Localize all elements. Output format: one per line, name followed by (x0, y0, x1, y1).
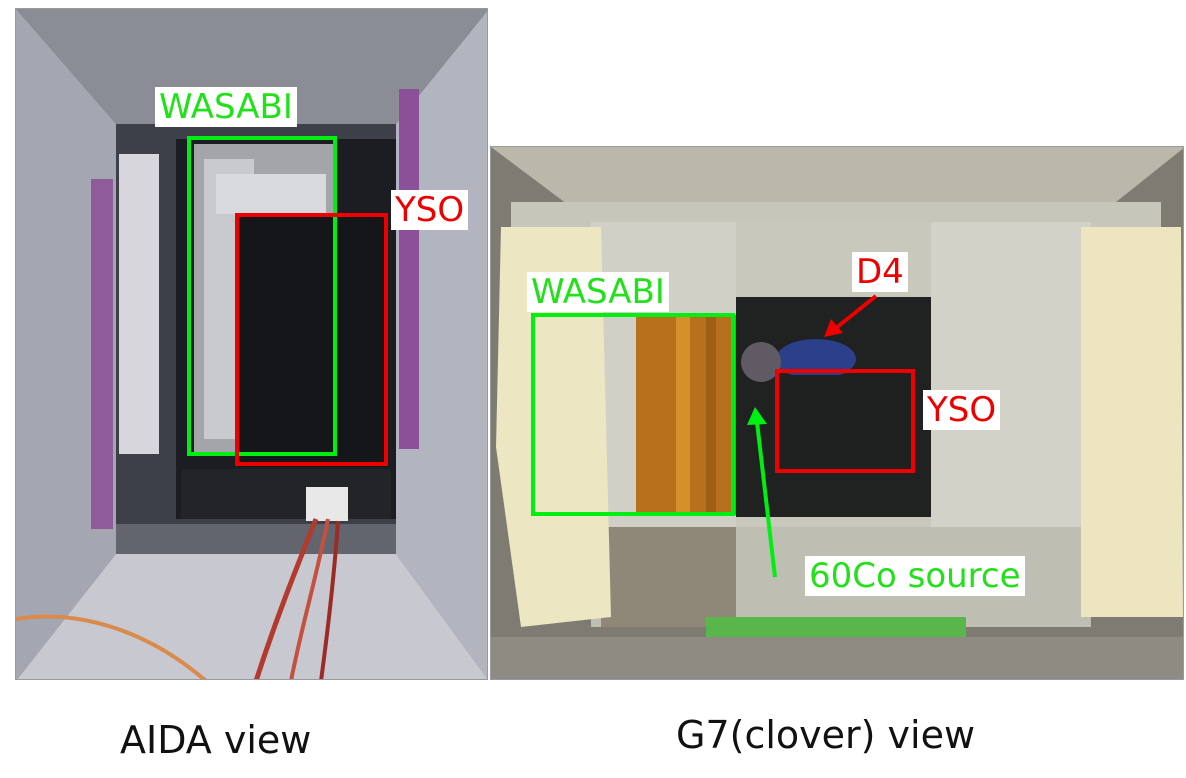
aida-view-caption: AIDA view (120, 718, 312, 762)
right-wasabi-label: WASABI (527, 272, 669, 312)
g7-photo-art (491, 147, 1183, 679)
right-yso-label: YSO (923, 390, 1001, 430)
left-yso-box (235, 213, 388, 466)
g7-view-caption: G7(clover) view (676, 713, 976, 757)
g7-view-photo (490, 146, 1184, 680)
left-yso-label: YSO (391, 190, 469, 230)
d4-label: D4 (852, 252, 908, 292)
right-wasabi-box (531, 313, 735, 516)
source-label: 60Co source (805, 556, 1025, 596)
right-yso-box (775, 369, 915, 473)
left-wasabi-label: WASABI (155, 87, 297, 127)
left-wasabi-box (187, 136, 337, 456)
